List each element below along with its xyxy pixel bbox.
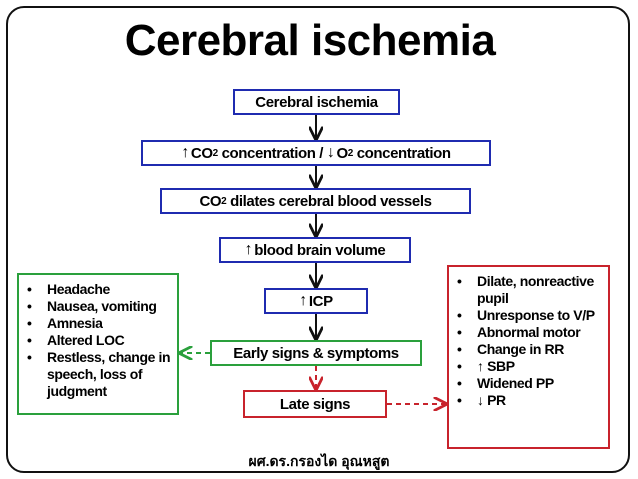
- co2-text: CO: [190, 144, 213, 162]
- list-item: Nausea, vomiting: [27, 298, 171, 315]
- icp-box: ↑ ICP: [264, 288, 368, 314]
- late-signs-list-box: Dilate, nonreactive pupil Unresponse to …: [447, 265, 610, 449]
- o2-text: O: [336, 144, 348, 162]
- late-signs-box: Late signs: [243, 390, 387, 418]
- early-signs-list: Headache Nausea, vomiting Amnesia Altere…: [27, 281, 171, 400]
- list-item: Headache: [27, 281, 171, 298]
- arrow-down-icon: ↓: [326, 144, 335, 161]
- list-item: Unresponse to V/P: [457, 307, 602, 324]
- list-item: ↓ PR: [457, 392, 602, 409]
- author-credit: ผศ.ดร.กรองได อุณหสูต: [248, 453, 390, 469]
- blood-brain-volume-box: ↑ blood brain volume: [219, 237, 411, 263]
- list-item: Dilate, nonreactive pupil: [457, 273, 602, 307]
- blood-brain-volume-label: blood brain volume: [254, 241, 386, 259]
- list-item: ↑ SBP: [457, 358, 602, 375]
- dilates-text: dilates cerebral blood vessels: [226, 192, 432, 210]
- list-item: Widened PP: [457, 375, 602, 392]
- co2-subscript: 2: [221, 195, 227, 207]
- o2-subscript: 2: [347, 147, 354, 159]
- slide-title: Cerebral ischemia: [124, 16, 496, 65]
- late-signs-list: Dilate, nonreactive pupil Unresponse to …: [457, 273, 602, 409]
- cerebral-ischemia-box: Cerebral ischemia: [233, 89, 400, 115]
- icp-label: ICP: [308, 292, 333, 310]
- early-signs-box: Early signs & symptoms: [210, 340, 422, 366]
- list-item: Change in RR: [457, 341, 602, 358]
- concentration-text-2: concentration: [352, 144, 451, 162]
- late-signs-label: Late signs: [279, 395, 351, 413]
- arrow-up-icon: ↑: [299, 292, 307, 309]
- co2-text: CO: [199, 192, 222, 210]
- list-item: Amnesia: [27, 315, 171, 332]
- slide-frame: [6, 6, 630, 473]
- arrow-up-icon: ↑: [244, 241, 253, 258]
- cerebral-ischemia-label: Cerebral ischemia: [255, 93, 378, 111]
- list-item: Restless, change in speech, loss of judg…: [27, 349, 171, 400]
- early-signs-list-box: Headache Nausea, vomiting Amnesia Altere…: [17, 273, 179, 415]
- arrow-up-icon: ↑: [181, 144, 189, 161]
- list-item: Altered LOC: [27, 332, 171, 349]
- early-signs-label: Early signs & symptoms: [233, 344, 399, 362]
- list-item: Abnormal motor: [457, 324, 602, 341]
- concentration-text-1: concentration /: [217, 144, 327, 162]
- co2-subscript: 2: [212, 147, 219, 159]
